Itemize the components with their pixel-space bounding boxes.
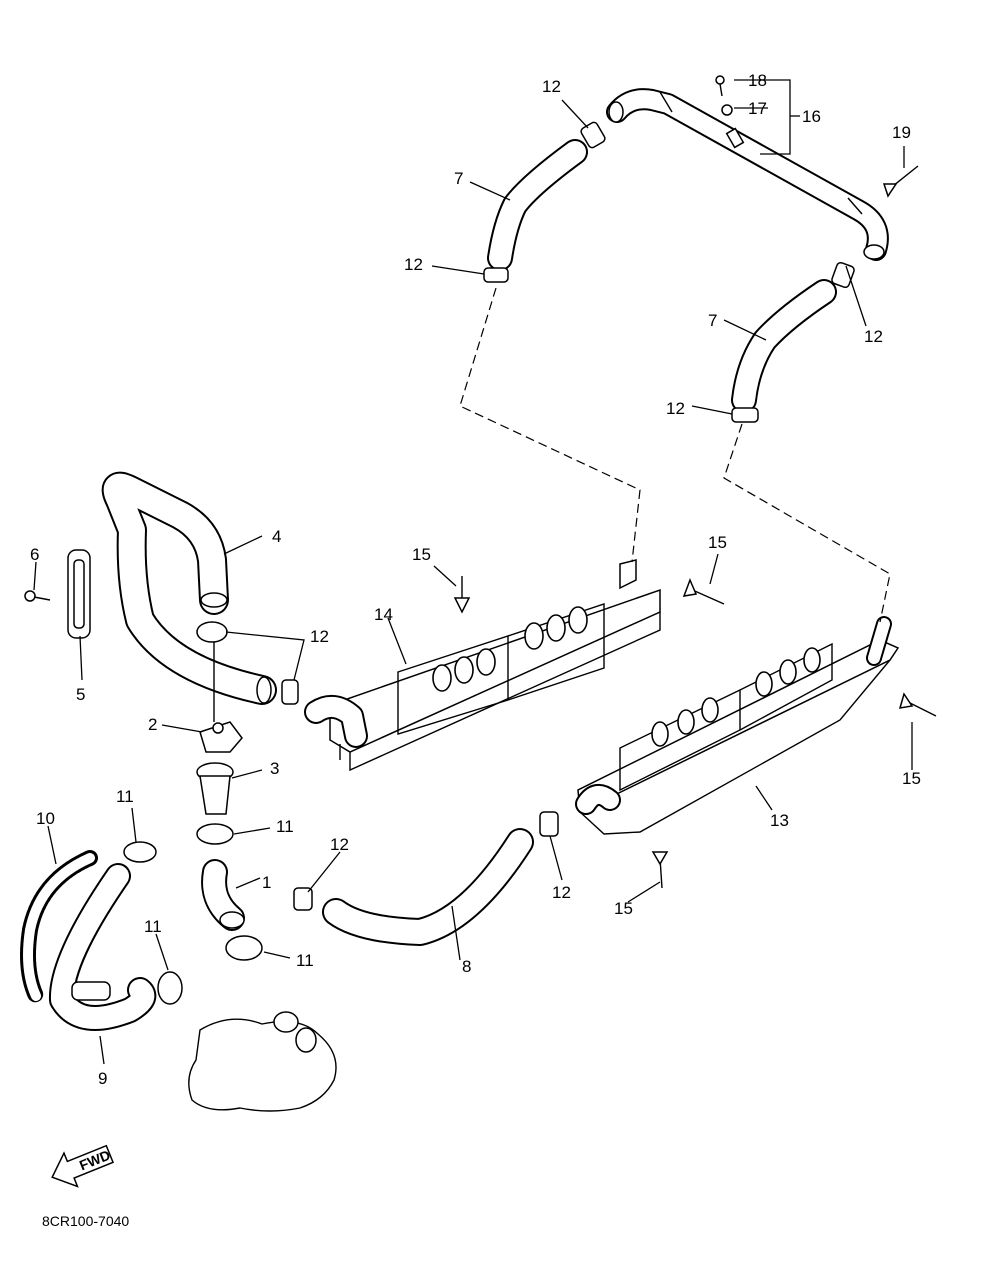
callout-12-cap: 12 — [310, 627, 329, 646]
screw-19 — [882, 165, 919, 198]
callout-17: 17 — [748, 99, 767, 118]
callout-15-c: 15 — [902, 769, 921, 788]
callout-11-b: 11 — [276, 817, 294, 836]
callout-4: 4 — [272, 527, 281, 546]
hose-clamp-12-hose8-right — [539, 811, 559, 837]
hose-clamp-11-d — [225, 935, 263, 961]
callout-11-d: 11 — [296, 951, 314, 970]
callout-18: 18 — [748, 71, 767, 90]
callout-labels: 1 2 3 4 5 6 7 7 8 9 10 11 11 11 11 12 12… — [30, 71, 921, 1088]
hose-clamp-12-right-upper — [831, 261, 855, 289]
hose-clamp-12-cap — [196, 621, 228, 643]
callout-5: 5 — [76, 685, 85, 704]
hose-4 — [101, 471, 277, 705]
callout-3: 3 — [270, 759, 279, 778]
callout-13: 13 — [770, 811, 789, 830]
screw-15-d — [651, 851, 669, 889]
hose-clamp-12-right-lower — [731, 407, 759, 423]
connection-lines — [459, 287, 891, 623]
hose-9 — [48, 863, 157, 1031]
callout-12-top: 12 — [542, 77, 561, 96]
screw-15-c — [898, 692, 937, 717]
callout-12-upper-left: 12 — [404, 255, 423, 274]
hose-1 — [201, 859, 245, 931]
corrugated-hose-10 — [20, 850, 98, 1004]
callout-11-c: 11 — [144, 917, 162, 936]
leader-lines — [33, 79, 913, 1065]
filler-neck-3 — [196, 762, 234, 815]
cooler-plate-14 — [304, 559, 661, 772]
hose-8 — [322, 828, 534, 946]
hose-clamp-11-b — [123, 841, 157, 863]
bracket-5 — [67, 549, 91, 639]
hose-clamp-12-hose8-left — [293, 887, 313, 911]
callout-9: 9 — [98, 1069, 107, 1088]
callout-6: 6 — [30, 545, 39, 564]
callout-10: 10 — [36, 809, 55, 828]
callout-7-upper: 7 — [454, 169, 463, 188]
callout-15-a: 15 — [412, 545, 431, 564]
callout-15-d: 15 — [614, 899, 633, 918]
hose-clamp-12-hose4 — [281, 679, 299, 705]
callout-8: 8 — [462, 957, 471, 976]
callout-12-hose8-left: 12 — [330, 835, 349, 854]
screw-15-a — [453, 576, 471, 614]
hose-clamp-12-top — [580, 121, 606, 149]
callout-14: 14 — [374, 605, 393, 624]
callout-12-right-upper: 12 — [864, 327, 883, 346]
hose-clamp-11-a — [196, 823, 234, 845]
engine-outline — [188, 1011, 337, 1112]
callout-16: 16 — [802, 107, 821, 126]
callout-15-b: 15 — [708, 533, 727, 552]
bolt-6 — [24, 590, 51, 602]
radiator-cap-2 — [199, 721, 243, 753]
hose-7-right — [731, 279, 837, 413]
screw-15-b — [682, 577, 725, 605]
callout-7-right: 7 — [708, 311, 717, 330]
drawing-code: 8CR100-7040 — [42, 1213, 129, 1229]
callout-19: 19 — [892, 123, 911, 142]
callout-1: 1 — [262, 873, 271, 892]
callout-11-a: 11 — [116, 787, 134, 806]
callout-2: 2 — [148, 715, 157, 734]
crossover-pipe-assembly — [606, 75, 889, 261]
cooler-plate-13 — [575, 616, 900, 835]
forward-arrow-icon: FWD — [51, 1144, 115, 1188]
callout-12-hose8-right: 12 — [552, 883, 571, 902]
hose-7-upper-left — [487, 139, 588, 271]
hose-clamp-11-c — [157, 971, 183, 1005]
hose-clamp-12-upper-left — [483, 267, 509, 283]
callout-12-right-lower: 12 — [666, 399, 685, 418]
